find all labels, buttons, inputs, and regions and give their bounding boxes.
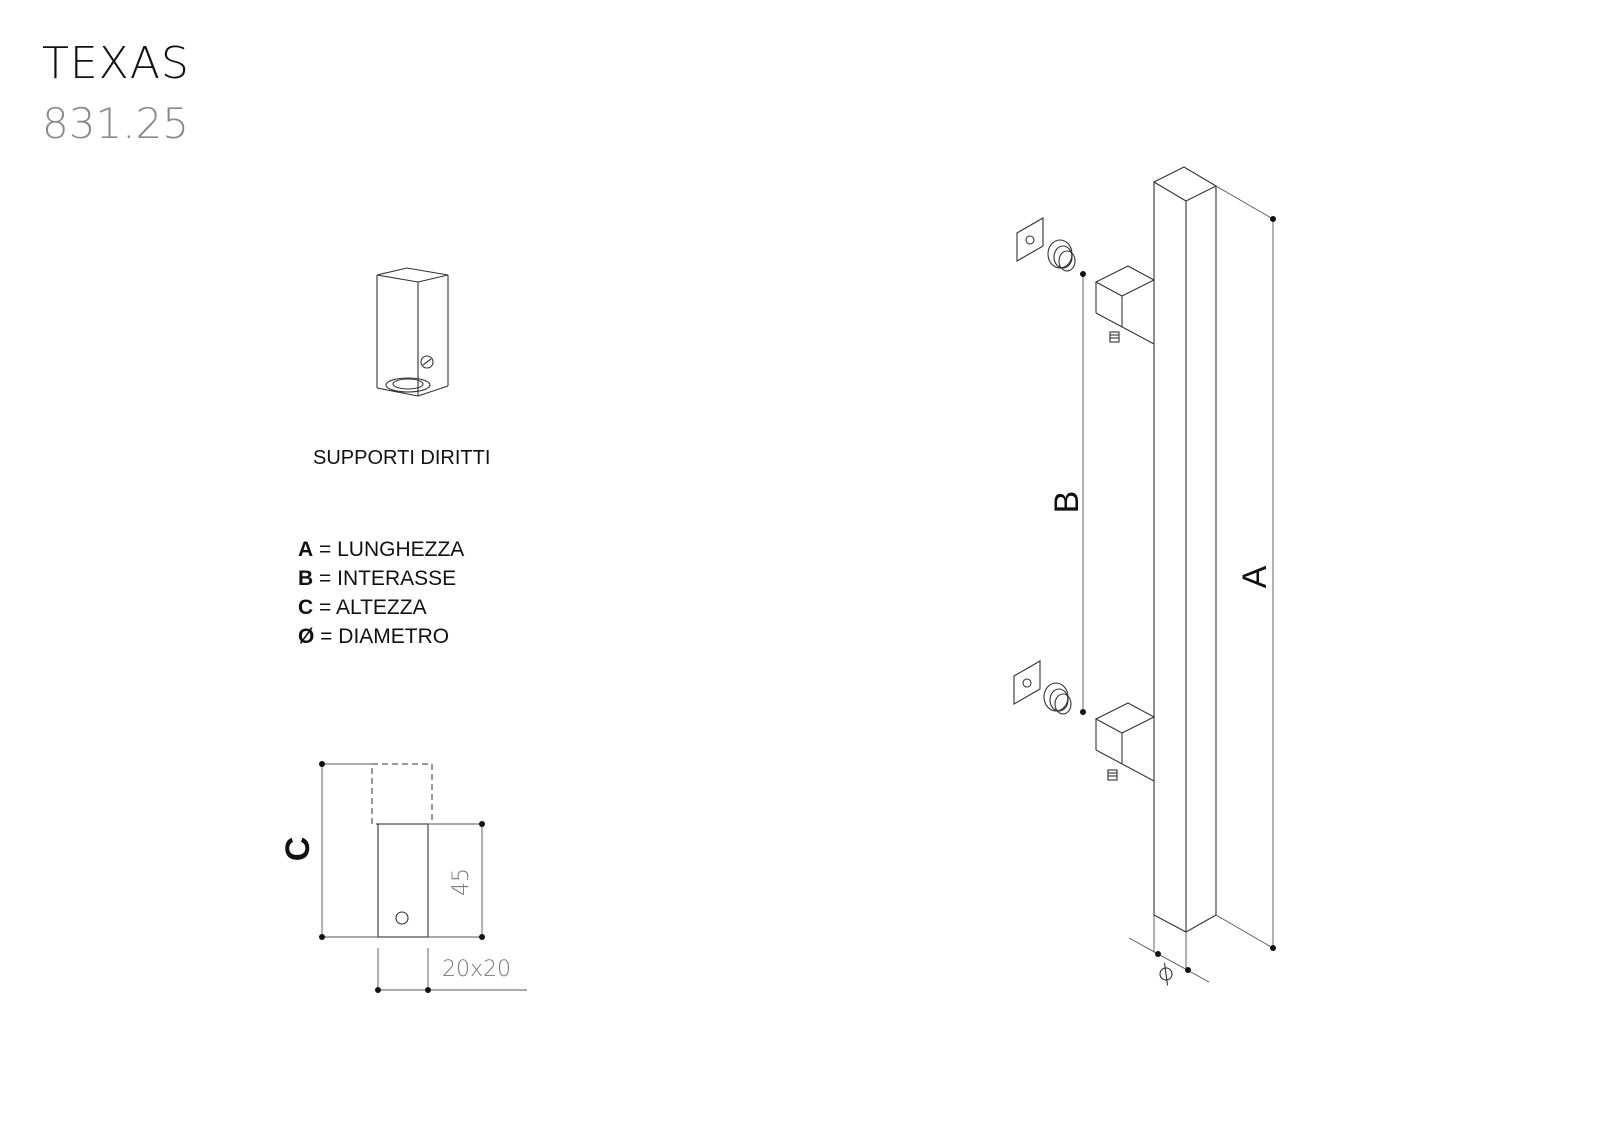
legend-text: = LUNGHEZZA: [313, 538, 465, 561]
support-elevation-drawing: [319, 761, 527, 993]
product-title: TEXAS: [42, 38, 190, 89]
dimension-section-value: 20x20: [442, 957, 511, 982]
legend-text: = ALTEZZA: [313, 596, 427, 619]
product-code: 831.25: [42, 99, 189, 148]
legend-text: = DIAMETRO: [314, 625, 450, 648]
legend-key: Ø: [298, 625, 315, 648]
dimension-height-value: 45: [449, 868, 474, 896]
dimension-c-label: C: [279, 837, 317, 862]
dimension-legend: A = LUNGHEZZA B = INTERASSE C = ALTEZZA …: [298, 535, 464, 651]
handle-illustration: [1013, 166, 1276, 986]
legend-key: C: [298, 596, 314, 619]
support-block-illustration: [376, 267, 449, 397]
dimension-b-label: B: [1048, 491, 1086, 514]
legend-text: = INTERASSE: [313, 567, 457, 590]
legend-item-a: A = LUNGHEZZA: [298, 535, 464, 564]
legend-key: A: [298, 538, 314, 561]
support-label: SUPPORTI DIRITTI: [313, 447, 491, 469]
legend-item-c: C = ALTEZZA: [298, 593, 464, 622]
legend-key: B: [298, 567, 314, 590]
legend-item-diameter: Ø = DIAMETRO: [298, 622, 464, 651]
dimension-a-label: A: [1236, 565, 1274, 588]
legend-item-b: B = INTERASSE: [298, 564, 464, 593]
